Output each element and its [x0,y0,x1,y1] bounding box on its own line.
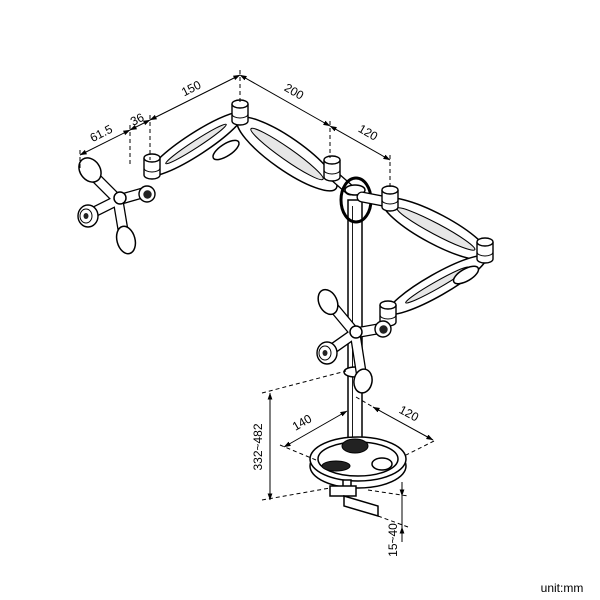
dim-line-tilt-offset [129,119,151,131]
ext-line-height-bottom [261,487,331,501]
right-vesa-knob [316,341,338,365]
base-hole [371,457,393,471]
label-clamp-range: 15~40 [386,523,400,557]
right-vesa-hub [349,325,363,339]
right-elbow-link [452,265,480,285]
left-arm [143,99,356,196]
left-shoulder-joint [323,155,341,182]
label-vesa-plate: 61.5 [88,122,115,145]
base-slot [321,460,351,472]
ext-line-height-top [261,370,347,394]
left-vesa-pad-bottom [115,225,137,255]
left-elbow-joint [231,99,249,126]
dim-line-upper-arm [239,74,331,127]
top-dimensions: 61.5 36 150 200 120 [79,70,391,189]
right-vesa-pad-bottom [353,368,373,394]
label-upper-arm: 200 [282,80,307,102]
pole-bottom-collar [341,438,369,454]
left-tilt-knob [138,185,156,203]
ext-line-clamp-bottom [377,515,409,528]
left-wrist-joint [143,153,161,180]
left-forearm-slot [165,123,227,165]
label-height-range: 332~482 [251,423,265,470]
label-pivot-spacing: 120 [356,121,381,143]
right-vesa-pad-top [317,288,339,316]
desk-base [309,436,407,489]
right-elbow-joint [476,237,494,264]
label-base-width: 120 [397,403,422,425]
label-tilt-offset: 36 [128,110,147,129]
unit-label: unit:mm [541,581,584,595]
clamp-top-plate [329,485,357,497]
right-tilt-knob [374,320,392,338]
left-vesa-head [77,157,156,255]
ext-line-base-right [403,440,435,457]
clamp-bar [343,494,379,518]
label-base-depth: 140 [290,411,315,433]
right-arm [356,185,494,327]
right-vesa-head [316,288,392,394]
right-shoulder-joint [381,185,399,212]
left-vesa-pad-top [78,157,102,183]
left-vesa-knob [77,204,99,228]
left-upper-arm-slot [250,127,324,181]
label-forearm: 150 [179,78,203,100]
dim-line-base-depth [283,410,348,448]
dim-line-forearm [149,74,241,121]
ext-line-base-center [355,396,374,408]
dim-line-base-width [372,406,434,441]
dim-line-vesa-plate [79,129,131,156]
dim-line-pivot-spacing [329,125,391,161]
left-elbow-link [212,139,240,161]
right-forearm-slot [405,266,469,304]
left-vesa-hub [113,191,127,205]
